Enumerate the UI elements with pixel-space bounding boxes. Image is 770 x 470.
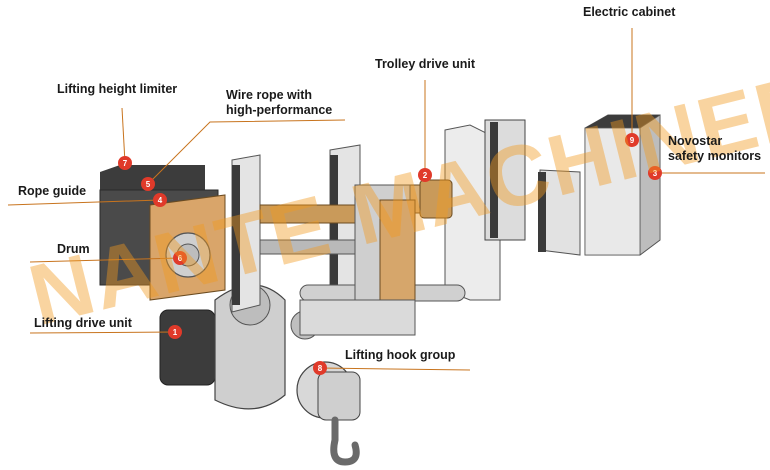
label-novostar-line2: safety monitors xyxy=(668,149,762,163)
label-wire-rope-line1: Wire rope with xyxy=(226,88,313,102)
svg-text:4: 4 xyxy=(158,196,163,205)
svg-text:6: 6 xyxy=(178,254,183,263)
trolley-drive-unit-graphic xyxy=(394,119,581,301)
label-electric-cabinet: Electric cabinet xyxy=(583,5,676,19)
drum-body-graphic xyxy=(99,165,226,301)
trolley-frame-graphic xyxy=(231,144,466,340)
marker-6: 6 xyxy=(173,251,187,265)
marker-7: 7 xyxy=(118,156,132,170)
label-wire-rope-line2: high-performance xyxy=(226,103,333,117)
svg-text:3: 3 xyxy=(653,169,658,178)
label-novostar-line1: Novostar xyxy=(668,134,723,148)
marker-9: 9 xyxy=(625,133,639,147)
marker-5: 5 xyxy=(141,177,155,191)
lifting-hook-graphic xyxy=(296,361,361,466)
svg-text:1: 1 xyxy=(173,328,178,337)
label-lifting-drive-unit: Lifting drive unit xyxy=(34,316,132,330)
electric-cabinet-graphic xyxy=(584,114,661,256)
marker-8: 8 xyxy=(313,361,327,375)
lifting-drive-unit-graphic xyxy=(159,284,286,410)
marker-3: 3 xyxy=(648,166,662,180)
svg-text:8: 8 xyxy=(318,364,323,373)
label-rope-guide: Rope guide xyxy=(18,184,87,198)
label-drum: Drum xyxy=(57,242,90,256)
marker-group: 1 2 3 4 5 6 7 8 9 xyxy=(118,133,662,375)
label-lifting-hook-group: Lifting hook group xyxy=(345,348,456,362)
svg-text:7: 7 xyxy=(123,159,128,168)
marker-2: 2 xyxy=(418,168,432,182)
marker-1: 1 xyxy=(168,325,182,339)
svg-text:5: 5 xyxy=(146,180,151,189)
label-trolley-drive-unit: Trolley drive unit xyxy=(375,57,476,71)
svg-text:2: 2 xyxy=(423,171,428,180)
leader-lines xyxy=(7,28,765,371)
marker-4: 4 xyxy=(153,193,167,207)
label-lifting-height-limiter: Lifting height limiter xyxy=(57,82,178,96)
svg-text:9: 9 xyxy=(630,136,635,145)
